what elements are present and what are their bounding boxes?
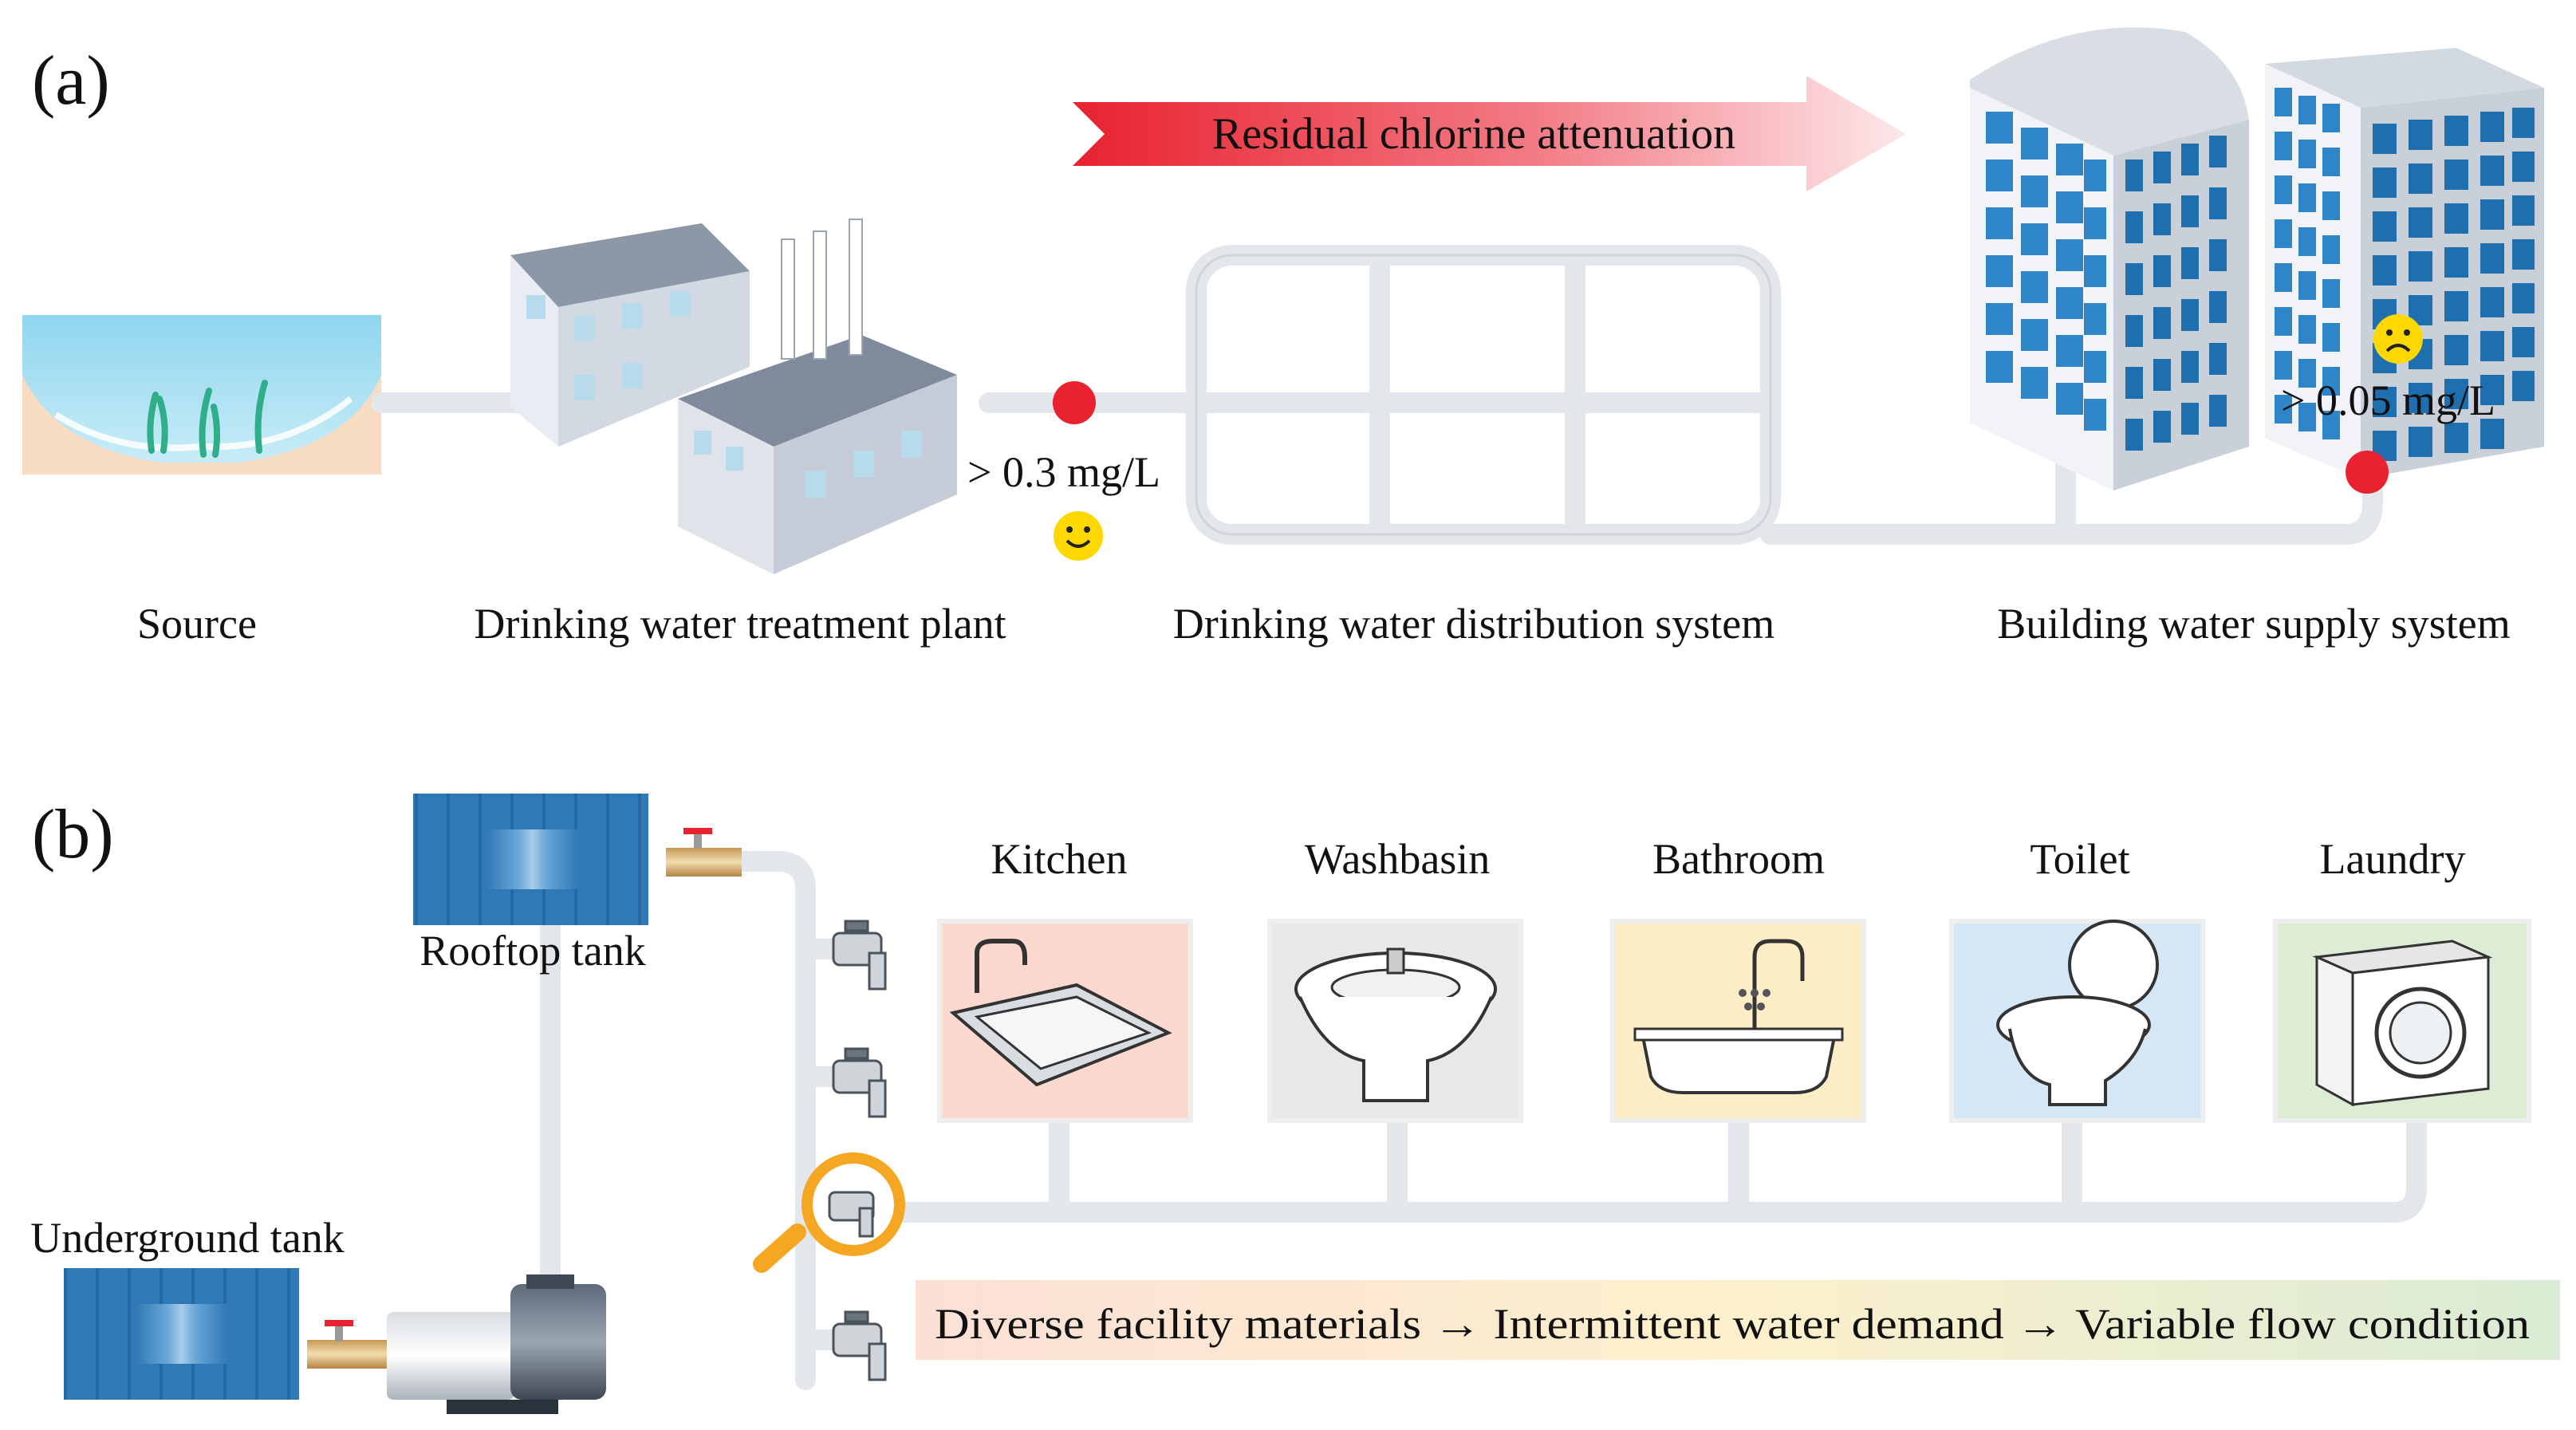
fixture-label-washbasin: Washbasin <box>1305 835 1491 883</box>
caption-source: Source <box>137 600 257 648</box>
caption-treatment-plant: Drinking water treatment plant <box>474 600 1006 648</box>
caption-building-supply: Building water supply system <box>1997 600 2510 648</box>
source-basin <box>22 315 381 475</box>
bathtub-shower-icon <box>1610 919 1866 1123</box>
washing-machine-icon <box>2273 919 2531 1123</box>
rooftop-valve-icon <box>666 828 742 877</box>
rooftop-tank-label: Rooftop tank <box>419 927 645 975</box>
underground-tank-label: Underground tank <box>30 1214 344 1262</box>
underground-tank <box>64 1268 299 1400</box>
plant-threshold: > 0.3 mg/L <box>967 448 1160 496</box>
fixture-label-toilet: Toilet <box>2030 835 2129 883</box>
kitchen-sink-icon <box>937 919 1193 1123</box>
underground-valve-icon <box>307 1320 387 1369</box>
smiley-sad-icon <box>2373 314 2423 364</box>
toilet-icon <box>1949 919 2205 1123</box>
rooftop-tank <box>413 794 648 925</box>
tap-icon <box>832 920 887 991</box>
fixture-label-laundry: Laundry <box>2320 835 2466 883</box>
caption-distribution-system: Drinking water distribution system <box>1173 600 1774 648</box>
plant-sample-point <box>1053 381 1096 424</box>
treatment-plant <box>510 219 957 574</box>
pump-icon <box>387 1274 606 1414</box>
flow-chain-text: Diverse facility materials → Intermitten… <box>935 1300 2530 1348</box>
chlorine-attenuation-arrow: Residual chlorine attenuation <box>1073 76 1906 191</box>
high-rise-building-left <box>1970 27 2249 490</box>
fixture-label-kitchen: Kitchen <box>991 835 1128 883</box>
building-threshold: > 0.05 mg/L <box>2281 376 2495 424</box>
magnifier-icon <box>753 1152 905 1273</box>
tap-icon <box>832 1047 887 1118</box>
washbasin-icon <box>1267 919 1523 1123</box>
tap-icon <box>832 1310 887 1381</box>
flow-chain-banner: Diverse facility materials → Intermitten… <box>916 1280 2560 1360</box>
building-pipes <box>540 851 2427 1390</box>
smiley-happy-icon <box>1054 511 1103 561</box>
building-sample-point <box>2346 451 2389 494</box>
arrow-label: Residual chlorine attenuation <box>1212 109 1735 159</box>
panel-a-label: (a) <box>32 42 110 120</box>
panel-b-label: (b) <box>32 796 114 873</box>
fixture-label-bathroom: Bathroom <box>1652 835 1825 883</box>
